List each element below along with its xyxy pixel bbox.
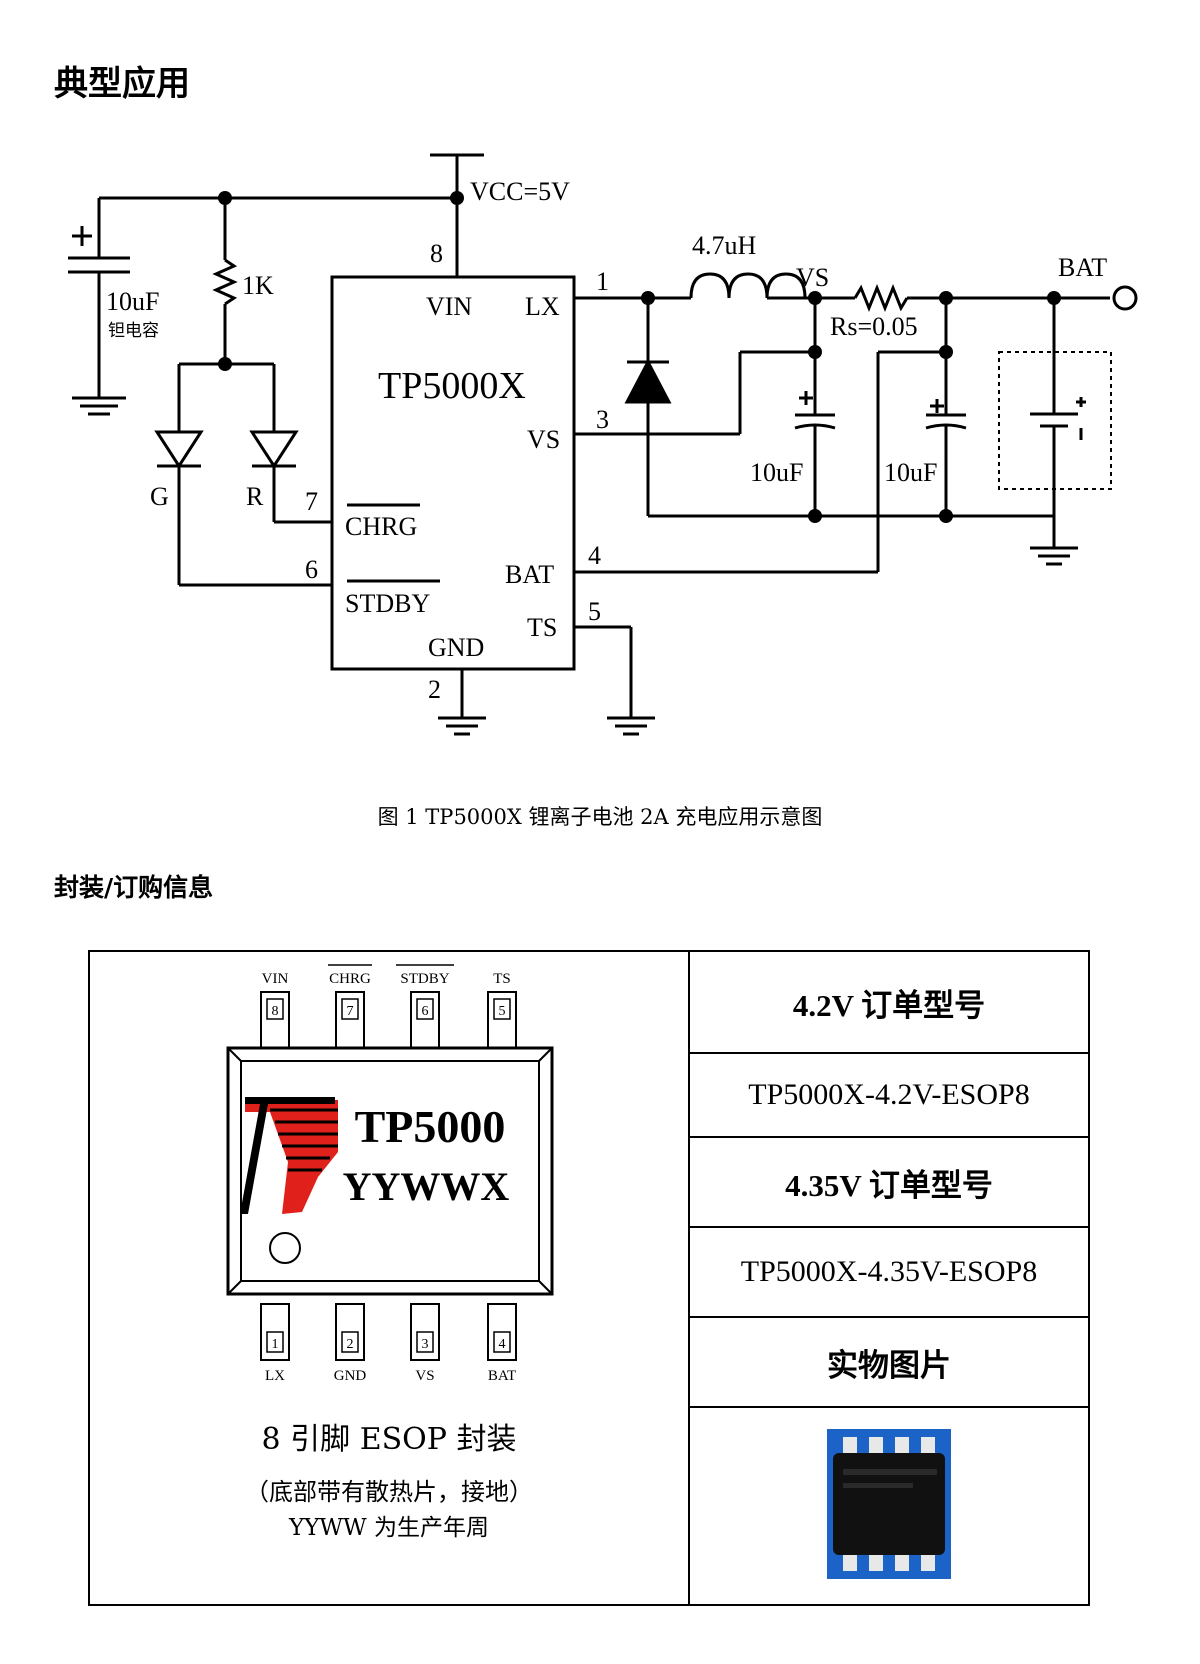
label-cout2: 10uF bbox=[884, 458, 937, 487]
part-number-4v2: TP5000X-4.2V-ESOP8 bbox=[688, 1052, 1090, 1138]
pin-num-2: 2 bbox=[428, 675, 441, 704]
pin-ts: TS bbox=[527, 613, 557, 642]
package-marking-line1: TP5000 bbox=[355, 1101, 506, 1152]
top-pin-number: 7 bbox=[347, 1004, 354, 1019]
package-cell: VIN CHRG STDBY TS bbox=[88, 950, 690, 1606]
top-pin-name: CHRG bbox=[329, 971, 371, 987]
pin-bat: BAT bbox=[505, 560, 554, 589]
pin-num-7: 7 bbox=[305, 487, 318, 516]
pin-num-5: 5 bbox=[588, 597, 601, 626]
bottom-pin-name: LX bbox=[265, 1368, 285, 1384]
pin-vin: VIN bbox=[426, 292, 472, 321]
pin-num-3: 3 bbox=[596, 405, 609, 434]
bottom-pin-number: 4 bbox=[499, 1337, 506, 1352]
top-pin-number: 5 bbox=[499, 1004, 506, 1019]
ordering-table: VIN CHRG STDBY TS bbox=[88, 950, 1090, 1606]
label-r1: 1K bbox=[242, 271, 274, 300]
header-product-photo: 实物图片 bbox=[688, 1316, 1090, 1408]
schematic: VCC=5V 8 VIN LX 1 TP5000X VS 3 CHRG 7 ST… bbox=[68, 153, 1138, 736]
top-pin-name: VIN bbox=[262, 971, 289, 987]
pin-lx: LX bbox=[525, 292, 560, 321]
top-pin-number: 8 bbox=[272, 1004, 279, 1019]
product-photo-cell bbox=[688, 1406, 1090, 1606]
bottom-pin-name: BAT bbox=[488, 1368, 516, 1384]
top-pin-name: STDBY bbox=[400, 971, 449, 987]
header-4v2-order: 4.2V 订单型号 bbox=[688, 950, 1090, 1054]
pin-num-1: 1 bbox=[596, 267, 609, 296]
chip-name: TP5000X bbox=[378, 365, 526, 407]
section-title-package-ordering: 封装/订购信息 bbox=[54, 873, 214, 902]
header-4v35-order: 4.35V 订单型号 bbox=[688, 1136, 1090, 1228]
label-vcc: VCC=5V bbox=[470, 177, 570, 206]
label-led-g: G bbox=[150, 482, 169, 511]
package-marking-line2: YYWWX bbox=[343, 1164, 510, 1209]
package-drawing: VIN CHRG STDBY TS bbox=[226, 964, 554, 1384]
pin-gnd: GND bbox=[428, 633, 484, 662]
top-pin-number: 6 bbox=[422, 1004, 429, 1019]
bottom-pin-name: GND bbox=[334, 1368, 367, 1384]
pin-stdby: STDBY bbox=[345, 589, 430, 618]
label-inductor: 4.7uH bbox=[692, 231, 757, 260]
label-cin: 10uF bbox=[106, 287, 159, 316]
bottom-pin-number: 2 bbox=[347, 1337, 354, 1352]
pin-vs: VS bbox=[527, 425, 560, 454]
section-title-typical-application: 典型应用 bbox=[54, 64, 190, 104]
pin-num-6: 6 bbox=[305, 555, 318, 584]
figure-caption: 图 1 TP5000X 锂离子电池 2A 充电应用示意图 bbox=[377, 805, 823, 829]
package-note-date-code: YYWW 为生产年周 bbox=[289, 1515, 489, 1541]
label-rs: Rs=0.05 bbox=[830, 312, 918, 341]
bottom-pin-name: VS bbox=[415, 1368, 434, 1384]
pin1-marker bbox=[269, 1232, 301, 1264]
pin-chrg: CHRG bbox=[345, 512, 417, 541]
top-pin-name: TS bbox=[493, 971, 511, 987]
package-note: （底部带有散热片，接地） bbox=[245, 1478, 533, 1506]
pin-num-4: 4 bbox=[588, 541, 601, 570]
label-led-r: R bbox=[246, 482, 264, 511]
bottom-pin-number: 3 bbox=[422, 1337, 429, 1352]
bottom-pin-number: 1 bbox=[272, 1337, 279, 1352]
product-photo bbox=[827, 1428, 951, 1579]
label-bat-node: BAT bbox=[1058, 253, 1107, 282]
brand-logo bbox=[240, 1097, 338, 1214]
pin-num-8: 8 bbox=[430, 239, 443, 268]
package-title: 8 引脚 ESOP 封装 bbox=[261, 1422, 517, 1457]
label-cout1: 10uF bbox=[750, 458, 803, 487]
label-vs-node: VS bbox=[796, 263, 829, 292]
part-number-4v35: TP5000X-4.35V-ESOP8 bbox=[688, 1226, 1090, 1318]
label-cin-note: 钽电容 bbox=[108, 321, 159, 340]
